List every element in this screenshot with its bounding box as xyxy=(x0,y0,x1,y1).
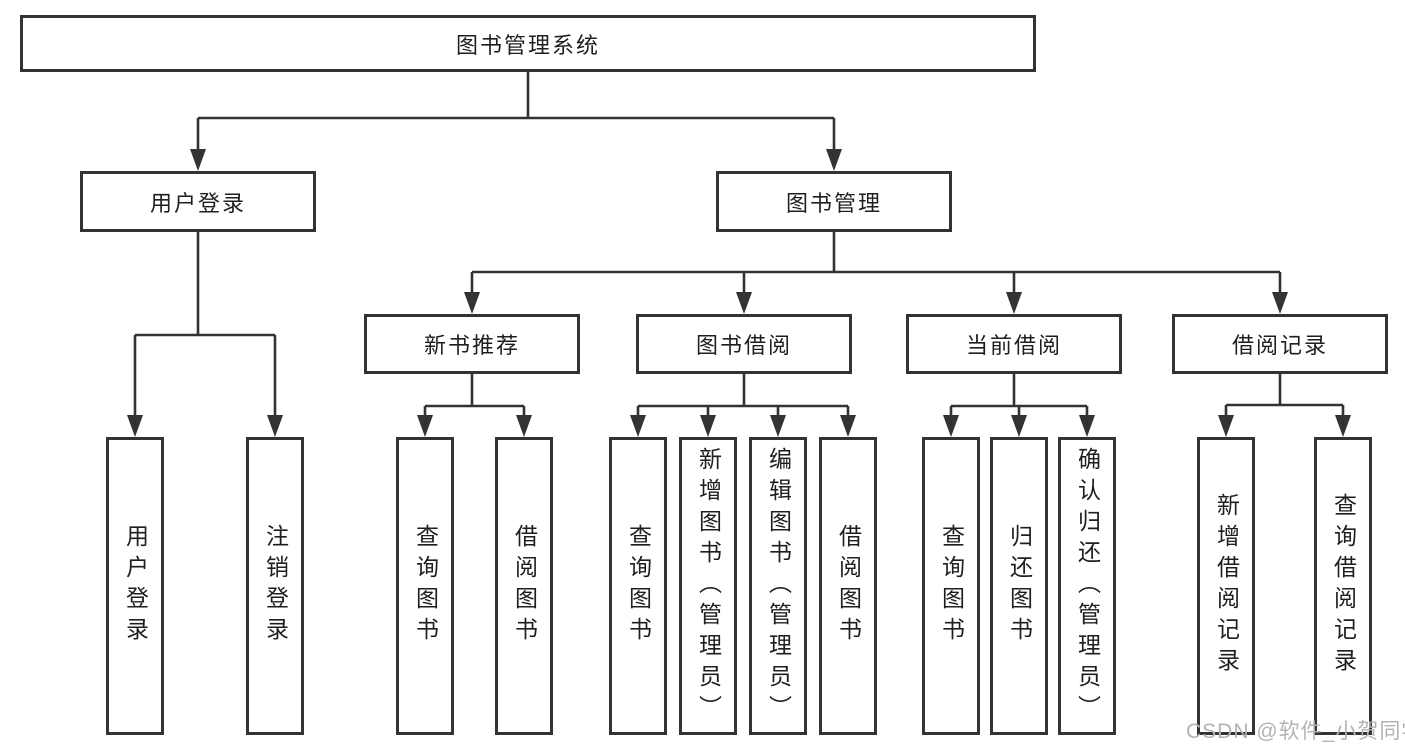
book-borrow-connectors xyxy=(630,374,856,437)
node-new-book-recommend-label: 新书推荐 xyxy=(423,333,520,358)
leaf-current-return-books-label: 归还图书 xyxy=(1006,524,1033,648)
node-book-management: 图书管理 xyxy=(716,171,952,232)
arrow-down-icon xyxy=(770,415,786,437)
node-new-book-recommend: 新书推荐 xyxy=(364,314,580,374)
node-root-label: 图书管理系统 xyxy=(455,32,600,58)
node-current-borrow-label: 当前借阅 xyxy=(965,333,1062,358)
arrow-down-icon xyxy=(190,149,206,171)
leaf-borrow-borrow-books: 借阅图书 xyxy=(819,437,877,735)
leaf-borrow-add-books-admin: 新增图书（管理员） xyxy=(679,437,737,735)
leaf-current-query-books-label: 查询图书 xyxy=(938,524,965,648)
arrow-down-icon xyxy=(700,415,716,437)
node-current-borrow: 当前借阅 xyxy=(906,314,1122,374)
arrow-down-icon xyxy=(1006,292,1022,314)
node-user-login: 用户登录 xyxy=(80,171,316,232)
leaf-logout-label: 注销登录 xyxy=(262,524,289,648)
new-book-connectors xyxy=(417,374,532,437)
leaf-borrow-edit-books-admin: 编辑图书（管理员） xyxy=(749,437,807,735)
node-borrow-record: 借阅记录 xyxy=(1172,314,1388,374)
leaf-record-query-borrow-record-label: 查询借阅记录 xyxy=(1330,493,1357,679)
leaf-current-query-books: 查询图书 xyxy=(922,437,980,735)
node-book-borrow-label: 图书借阅 xyxy=(695,333,792,358)
arrow-down-icon xyxy=(1011,415,1027,437)
leaf-record-add-borrow-record: 新增借阅记录 xyxy=(1197,437,1255,735)
book-management-connectors xyxy=(464,232,1288,314)
leaf-current-confirm-return-admin-label: 确认归还（管理员） xyxy=(1074,446,1101,726)
leaf-user-login: 用户登录 xyxy=(106,437,164,735)
leaf-record-query-borrow-record: 查询借阅记录 xyxy=(1314,437,1372,735)
leaf-newbook-query-books: 查询图书 xyxy=(396,437,454,735)
arrow-down-icon xyxy=(826,149,842,171)
node-user-login-label: 用户登录 xyxy=(149,190,246,216)
leaf-borrow-add-books-admin-label: 新增图书（管理员） xyxy=(695,446,722,726)
node-root: 图书管理系统 xyxy=(20,15,1036,72)
leaf-user-login-label: 用户登录 xyxy=(122,524,149,648)
arrow-down-icon xyxy=(1079,415,1095,437)
arrow-down-icon xyxy=(1335,415,1351,437)
arrow-down-icon xyxy=(127,415,143,437)
arrow-down-icon xyxy=(267,415,283,437)
leaf-borrow-borrow-books-label: 借阅图书 xyxy=(835,524,862,648)
leaf-borrow-query-books: 查询图书 xyxy=(609,437,667,735)
node-book-management-label: 图书管理 xyxy=(785,190,882,216)
leaf-logout: 注销登录 xyxy=(246,437,304,735)
arrow-down-icon xyxy=(464,292,480,314)
root-connectors xyxy=(190,72,842,171)
user-login-connectors xyxy=(127,232,283,437)
leaf-current-return-books: 归还图书 xyxy=(990,437,1048,735)
borrow-record-connectors xyxy=(1218,374,1351,437)
arrow-down-icon xyxy=(1272,292,1288,314)
leaf-record-add-borrow-record-label: 新增借阅记录 xyxy=(1213,493,1240,679)
arrow-down-icon xyxy=(840,415,856,437)
leaf-borrow-query-books-label: 查询图书 xyxy=(625,524,652,648)
leaf-newbook-borrow-books: 借阅图书 xyxy=(495,437,553,735)
arrow-down-icon xyxy=(736,292,752,314)
arrow-down-icon xyxy=(1218,415,1234,437)
node-borrow-record-label: 借阅记录 xyxy=(1231,333,1328,358)
arrow-down-icon xyxy=(516,415,532,437)
leaf-borrow-edit-books-admin-label: 编辑图书（管理员） xyxy=(765,446,792,726)
arrow-down-icon xyxy=(630,415,646,437)
leaf-newbook-borrow-books-label: 借阅图书 xyxy=(511,524,538,648)
leaf-current-confirm-return-admin: 确认归还（管理员） xyxy=(1058,437,1116,735)
node-book-borrow: 图书借阅 xyxy=(636,314,852,374)
csdn-watermark: CSDN @软件_小贺同学 xyxy=(1186,720,1405,743)
arrow-down-icon xyxy=(943,415,959,437)
leaf-newbook-query-books-label: 查询图书 xyxy=(412,524,439,648)
arrow-down-icon xyxy=(417,415,433,437)
current-borrow-connectors xyxy=(943,374,1095,437)
